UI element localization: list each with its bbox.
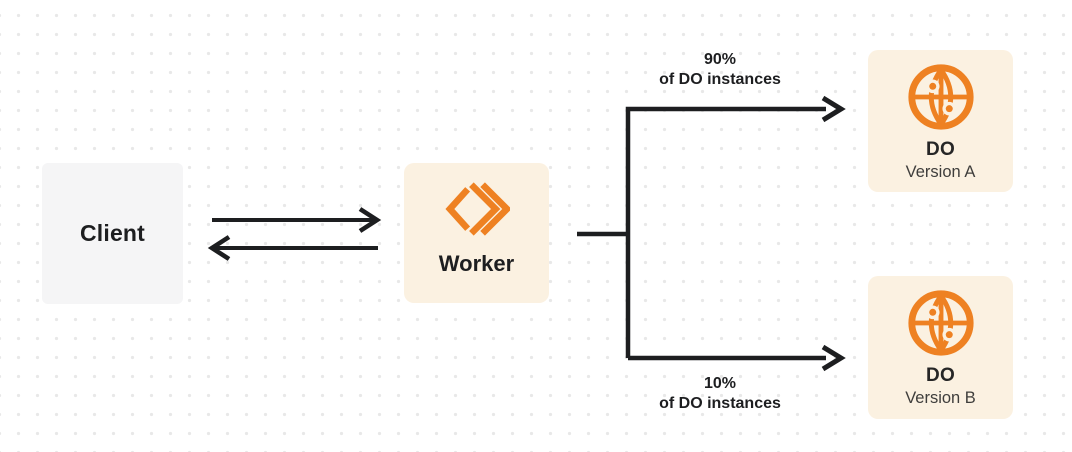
do-node-version-b: DO Version B: [868, 276, 1013, 419]
globe-icon: [907, 290, 974, 356]
client-label: Client: [79, 220, 146, 246]
branch-percent-10: 10%: [703, 375, 737, 392]
branch-arrowhead-90: [821, 95, 846, 123]
client-worker-arrows: [207, 207, 382, 261]
do-subtitle-b: Version B: [905, 389, 976, 407]
branch-arrowhead-10: [821, 344, 846, 372]
branch-caption-90: of DO instances: [659, 71, 781, 88]
branch-line-90: [625, 106, 826, 358]
client-node: Client: [42, 163, 183, 304]
response-arrow: [207, 235, 378, 261]
branch-percent-90: 90%: [703, 51, 737, 68]
branch-label-10: 10% of DO instances: [610, 374, 830, 414]
branch-caption-10: of DO instances: [659, 395, 781, 412]
request-arrow: [212, 207, 382, 233]
traffic-split-connector: [577, 95, 846, 372]
worker-node: Worker: [404, 163, 549, 303]
globe-icon: [907, 64, 974, 130]
do-title-b: DO: [925, 365, 956, 386]
do-title-a: DO: [925, 139, 956, 160]
worker-label: Worker: [438, 251, 515, 276]
do-node-version-a: DO Version A: [868, 50, 1013, 192]
workers-chevrons-icon: [444, 182, 510, 236]
do-subtitle-a: Version A: [905, 163, 976, 181]
branch-label-90: 90% of DO instances: [610, 50, 830, 90]
